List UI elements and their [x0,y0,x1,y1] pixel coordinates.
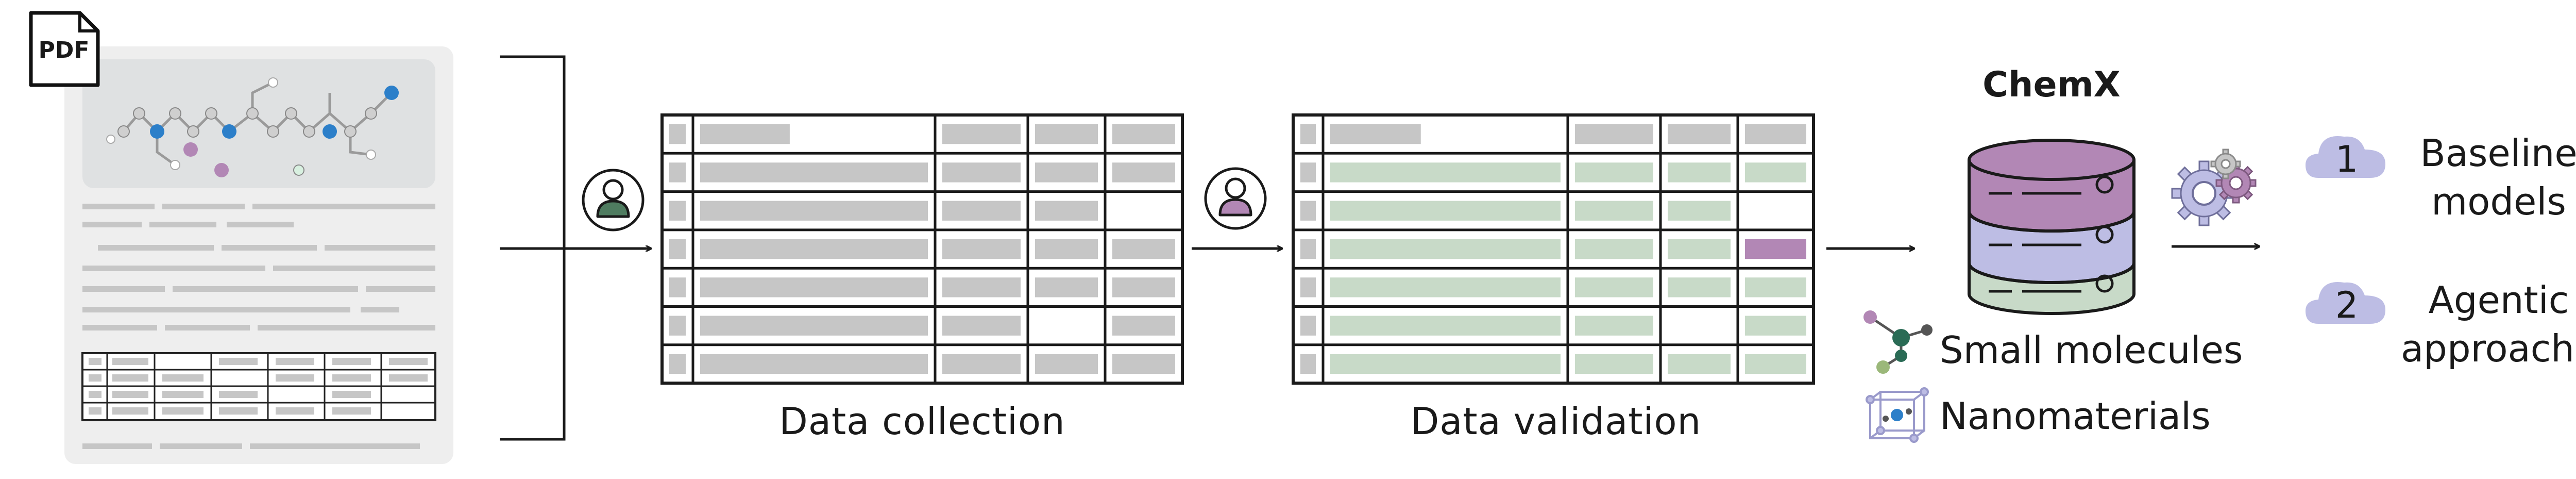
database-title: ChemX [1982,64,2121,105]
molecule-atoms [106,77,399,177]
outcome-label-baseline-models: Baseline models [2420,131,2576,223]
chemx-database-icon [1968,139,2136,315]
source-document [64,46,453,464]
legend-nanomaterials: Nanomaterials [1940,394,2211,438]
pdf-file-icon [29,11,100,87]
document-text-lines [82,204,435,449]
gears-icon [2171,148,2257,226]
annotator-avatar-validation [1204,167,1267,230]
data-validation-label: Data validation [1410,400,1702,443]
data-validation-table [1292,113,1815,385]
annotator-avatar-collection [582,169,645,232]
outcome-number-1: 1 [2335,138,2359,180]
nanomaterial-icon [1866,387,1929,443]
document-table [81,352,436,421]
data-collection-label: Data collection [779,400,1065,443]
source-bracket [500,55,651,441]
outcome-cloud-1 [2306,136,2385,178]
molecule-icon [1863,310,1933,374]
outcome-label-agentic-approaches: Agentic approaches [2401,278,2576,370]
pdf-label: PDF [38,37,90,63]
outcome-number-2: 2 [2335,284,2359,326]
legend-small-molecules: Small molecules [1940,328,2243,372]
outcome-cloud-2 [2306,282,2385,324]
data-collection-table [660,113,1184,385]
